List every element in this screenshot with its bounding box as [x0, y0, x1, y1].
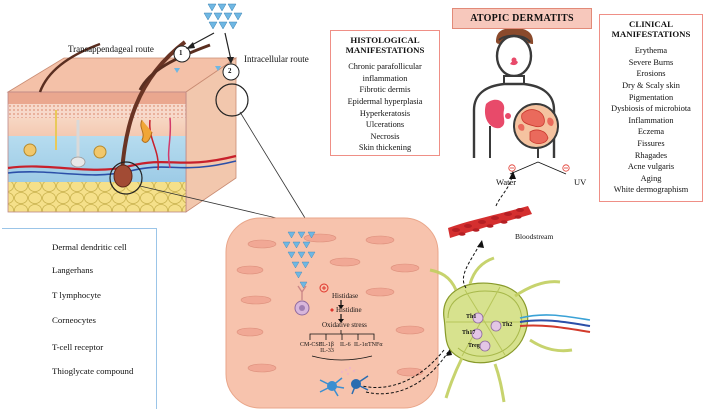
factor-water: Water [496, 177, 517, 187]
route-label-transappendageal: Transappendageal route [68, 44, 154, 54]
dendritic-cell-panel [319, 375, 369, 397]
legend-label: Dermal dendritic cell [52, 242, 127, 252]
clinical-item: Aging [640, 173, 662, 183]
legend-panel: Dermal dendritic cell Langerhans T lymph… [2, 228, 157, 409]
cytokine-label: CM-CSF [300, 342, 323, 348]
bloodstream-cells [448, 206, 532, 238]
clinical-box: CLINICAL MANIFESTATIONS Erythema Severe … [599, 14, 703, 202]
legend-label: T lymphocyte [52, 290, 101, 300]
zoom-circle-follicle [109, 161, 143, 195]
hair-shaft [120, 40, 187, 173]
cytokine-label: IL-1β IL-33 [320, 342, 334, 354]
histological-item: Ulcerations [365, 120, 405, 130]
diagram-title: ATOPIC DERMATITS [452, 8, 592, 29]
histological-item: Hyperkeratosis [359, 108, 411, 118]
route-label-intracellular: Intracellular route [244, 54, 309, 64]
histological-box: HISTOLOGICAL MANIFESTATIONS Chronic para… [330, 30, 440, 156]
clinical-heading: CLINICAL MANIFESTATIONS [611, 19, 691, 40]
factor-uv: UV [574, 177, 587, 187]
histological-item: Skin thickening [358, 143, 412, 153]
legend-item-langerhans: Langerhans [2, 260, 156, 282]
legend-label: Langerhans [52, 265, 94, 275]
clinical-item: Rhagades [634, 150, 668, 160]
clinical-item: Inflammation [628, 115, 674, 125]
cytokine-label: TNFα [368, 342, 383, 348]
oxidative-stress-label: Oxidative stress [322, 321, 367, 329]
histological-item: Epidermal hyperplasia [347, 97, 423, 106]
histidine-label: Histidine [336, 306, 362, 314]
clinical-item: Dysbiosis of microbiota [611, 104, 691, 114]
clinical-item: Erosions [636, 69, 666, 79]
histological-item: Fibrotic dermis [359, 85, 411, 95]
clinical-item: Dry & Scaly skin [622, 81, 680, 90]
zoom-circle-surface [215, 83, 249, 117]
cell-panel [225, 217, 439, 409]
clinical-item: Severe Burns [628, 57, 674, 67]
bloodstream-label: Bloodstream [515, 232, 554, 241]
histological-item: Chronic parafollicular inflammation [348, 62, 422, 83]
blood-vessel [7, 154, 237, 171]
route-marker-1: 1 [179, 49, 183, 57]
cytokine-label: IL-1α [354, 342, 368, 348]
dermis [8, 118, 186, 136]
histological-item: Necrosis [370, 131, 400, 141]
clinical-item: Eczema [637, 127, 665, 137]
legend-item-t-lymphocyte: T lymphocyte [2, 285, 156, 307]
patient-figure [472, 28, 559, 158]
clinical-item: Pigmentation [628, 92, 674, 102]
legend-item-corneocytes: Corneocytes [2, 310, 156, 332]
histidase-label: Histidase [332, 292, 359, 300]
legend-label: Thioglycate compound [52, 366, 134, 376]
clinical-item: Acne vulgaris [627, 162, 675, 172]
thioglycate-cluster-top [203, 3, 243, 30]
legend-label: Corneocytes [52, 315, 96, 325]
clinical-item: Erythema [634, 46, 668, 56]
route-marker-2: 2 [228, 67, 232, 75]
lymph-cell-label: Th17 [462, 330, 476, 336]
lymph-cell-label: Treg [468, 343, 480, 349]
histological-heading: HISTOLOGICAL MANIFESTATIONS [345, 35, 425, 56]
lymph-cell-label: Th1 [466, 314, 477, 320]
lymph-node [429, 256, 591, 403]
legend-item-compound: Thioglycate compound [2, 361, 156, 383]
lymph-cell-label: Th2 [502, 322, 513, 328]
clinical-item: Fissures [637, 138, 665, 148]
legend-item-dendritic: Dermal dendritic cell [2, 237, 156, 259]
clinical-item: White dermographism [613, 185, 689, 195]
legend-item-receptor: T-cell receptor [2, 337, 156, 359]
legend-label: T-cell receptor [52, 342, 104, 352]
cytokine-label: IL-6 [340, 342, 351, 348]
epidermis [8, 92, 186, 104]
